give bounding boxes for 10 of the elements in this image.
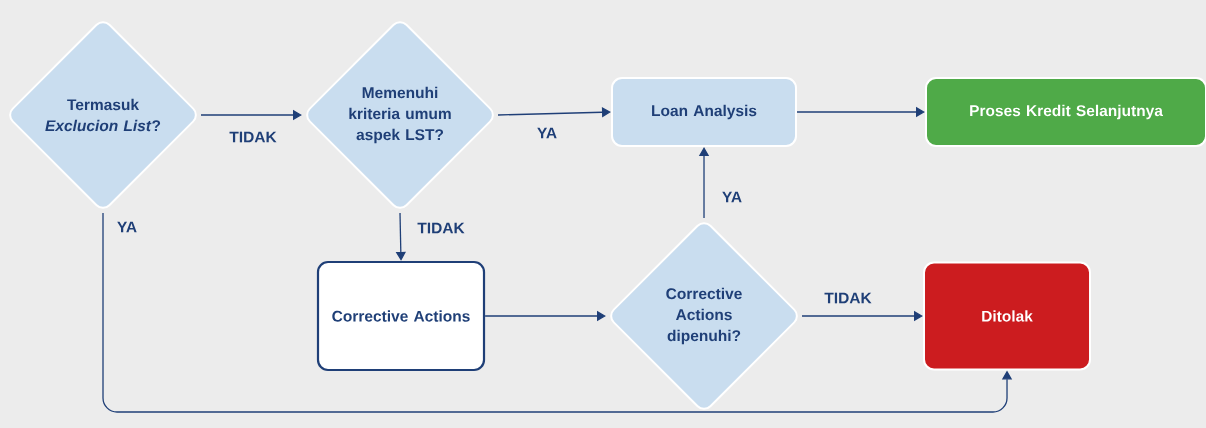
edge-label: YA <box>722 191 742 203</box>
edge-label: YA <box>117 221 137 233</box>
end-box: Proses Kredit Selanjutnya <box>925 77 1206 147</box>
process-box: Loan Analysis <box>611 77 797 147</box>
edge-label: YA <box>537 127 557 139</box>
edge-label: TIDAK <box>417 222 465 234</box>
process-box: Corrective Actions <box>316 260 486 372</box>
edge-label: TIDAK <box>229 131 277 143</box>
end-box: Ditolak <box>923 261 1091 371</box>
edge-label: TIDAK <box>824 292 872 304</box>
